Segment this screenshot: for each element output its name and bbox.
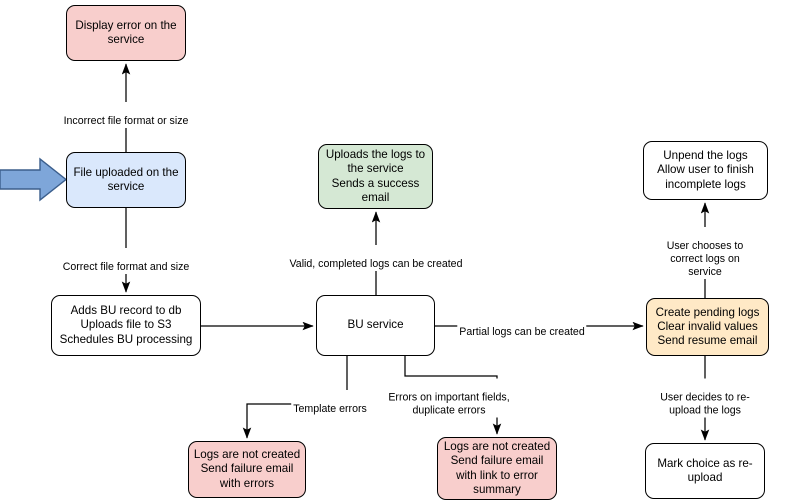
node-bu-service-label: BU service: [347, 318, 404, 332]
node-file-uploaded[interactable]: File uploaded on the service: [66, 152, 186, 208]
node-logs-not-created-template[interactable]: Logs are not created Send failure email …: [188, 441, 306, 498]
node-uploads-logs[interactable]: Uploads the logs to the service Sends a …: [318, 144, 433, 209]
node-adds-bu-record-label: Adds BU record to db Uploads file to S3 …: [59, 304, 193, 346]
node-uploads-logs-label: Uploads the logs to the service Sends a …: [325, 148, 426, 204]
node-logs-not-created-summary-label: Logs are not created Send failure email …: [443, 440, 551, 496]
node-unpend-logs[interactable]: Unpend the logs Allow user to finish inc…: [643, 141, 768, 200]
node-display-error[interactable]: Display error on the service: [66, 5, 186, 61]
edge-label-errors-important-fields: Errors on important fields, duplicate er…: [386, 378, 512, 418]
node-unpend-logs-label: Unpend the logs Allow user to finish inc…: [657, 149, 754, 191]
node-display-error-label: Display error on the service: [75, 18, 177, 46]
node-adds-bu-record[interactable]: Adds BU record to db Uploads file to S3 …: [51, 295, 201, 356]
node-mark-choice-reupload[interactable]: Mark choice as re- upload: [645, 443, 765, 499]
node-file-uploaded-label: File uploaded on the service: [73, 165, 179, 193]
edge-label-user-chooses-correct: User chooses to correct logs on service: [657, 227, 753, 279]
edge-label-user-decides-reupload: User decides to re-upload the logs: [657, 378, 753, 418]
node-create-pending-logs-label: Create pending logs Clear invalid values…: [655, 305, 760, 348]
edge-label-correct-file-format: Correct file format and size: [60, 248, 192, 274]
edge-label-partial-logs: Partial logs can be created: [457, 313, 587, 339]
node-create-pending-logs[interactable]: Create pending logs Clear invalid values…: [646, 298, 769, 356]
node-logs-not-created-summary[interactable]: Logs are not created Send failure email …: [437, 437, 557, 500]
edge-label-incorrect-file-format: Incorrect file format or size: [61, 102, 191, 128]
node-mark-choice-reupload-label: Mark choice as re- upload: [657, 456, 753, 484]
edge-label-template-errors: Template errors: [291, 390, 369, 416]
node-bu-service[interactable]: BU service: [316, 295, 435, 356]
start-marker-arrow: [0, 157, 68, 202]
edge-label-valid-completed-logs: Valid, completed logs can be created: [287, 245, 465, 271]
node-logs-not-created-template-label: Logs are not created Send failure email …: [193, 448, 301, 490]
